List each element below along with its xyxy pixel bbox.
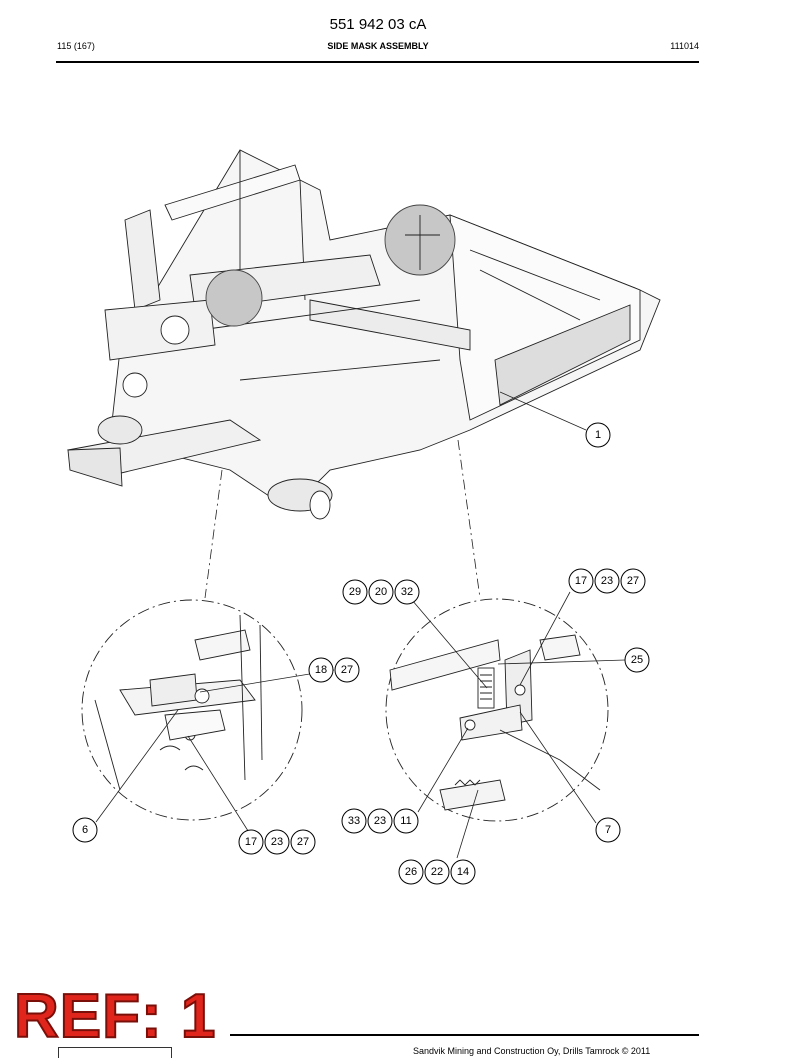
svg-text:23: 23	[601, 575, 613, 587]
header-rule	[56, 61, 699, 63]
svg-text:23: 23	[271, 836, 283, 848]
detail-view-right	[385, 598, 609, 822]
detail-view-left	[81, 599, 303, 821]
callout-group-18-27: 18 27	[308, 657, 360, 683]
svg-text:33: 33	[348, 815, 360, 827]
svg-text:27: 27	[341, 664, 353, 676]
svg-text:18: 18	[315, 664, 327, 676]
svg-text:22: 22	[431, 866, 443, 878]
svg-text:25: 25	[631, 654, 643, 666]
callout-group-26-22-14: 26 22 14	[398, 859, 476, 885]
svg-text:26: 26	[405, 866, 417, 878]
ref-stamp: REF: 1	[13, 982, 217, 1051]
svg-text:6: 6	[82, 824, 88, 836]
svg-text:20: 20	[375, 586, 387, 598]
svg-text:27: 27	[627, 575, 639, 587]
svg-text:11: 11	[400, 815, 411, 827]
callout-leaders	[95, 391, 626, 859]
callout-7: 7	[595, 817, 621, 843]
machine-frame-illustration	[67, 149, 661, 520]
svg-text:17: 17	[575, 575, 587, 587]
callout-group-17-23-27-right: 17 23 27	[568, 568, 646, 594]
callout-6: 6	[72, 817, 98, 843]
callout-group-29-20-32: 29 20 32	[342, 579, 420, 605]
callout-group-33-23-11: 33 23 11	[341, 808, 419, 834]
date-code: 111014	[670, 41, 699, 51]
footer-copyright: Sandvik Mining and Construction Oy, Dril…	[413, 1046, 651, 1056]
svg-text:29: 29	[349, 586, 361, 598]
svg-text:23: 23	[374, 815, 386, 827]
svg-text:1: 1	[595, 429, 601, 441]
svg-text:32: 32	[401, 586, 413, 598]
callout-group-17-23-27-left: 17 23 27	[238, 829, 316, 855]
svg-text:27: 27	[297, 836, 309, 848]
callout-25: 25	[624, 647, 650, 673]
callout-1: 1	[585, 422, 611, 448]
svg-text:14: 14	[457, 866, 469, 878]
svg-text:17: 17	[245, 836, 257, 848]
svg-text:7: 7	[605, 824, 611, 836]
page-title: SIDE MASK ASSEMBLY	[327, 41, 429, 51]
page-number: 115 (167)	[57, 41, 95, 51]
detail-leader-lines	[204, 439, 481, 599]
document-number: 551 942 03 cA	[329, 16, 427, 33]
footer-rule	[230, 1034, 699, 1036]
